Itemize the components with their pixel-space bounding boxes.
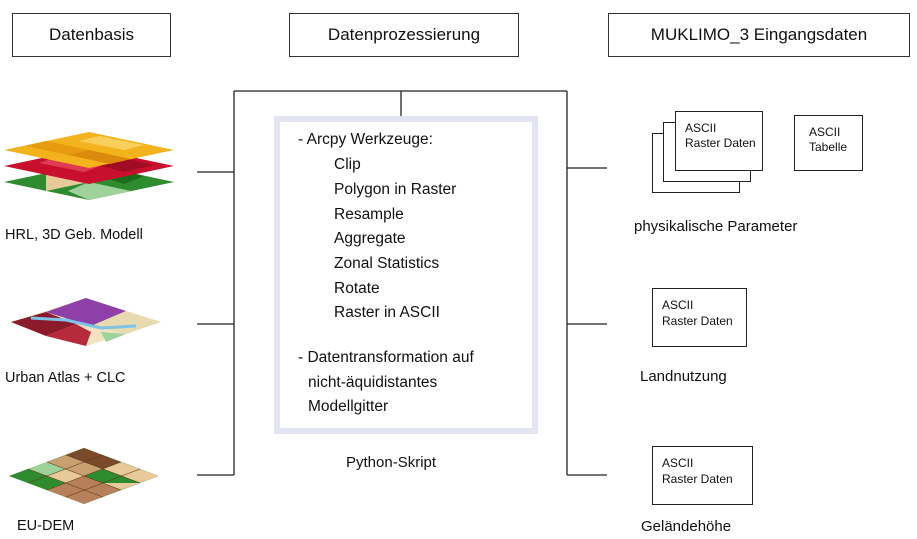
tool-item: Resample: [334, 206, 404, 223]
ascii-table-line1: ASCII: [809, 125, 841, 139]
tool-item: Raster in ASCII: [334, 304, 440, 321]
ascii-terrain-line1: ASCII: [662, 456, 694, 470]
raster-layer-yellow: [4, 132, 174, 168]
tools-heading: - Arcpy Werkzeuge:: [298, 131, 433, 148]
tool-item: Polygon in Raster: [334, 181, 457, 198]
hrl-raster-stack-icon: [4, 132, 174, 200]
header-datenbasis-label: Datenbasis: [48, 25, 135, 44]
ascii-landuse-line2: Raster Daten: [662, 314, 733, 328]
transform-line: - Datentransformation auf: [298, 349, 474, 366]
output-label-landuse: Landnutzung: [640, 368, 727, 385]
source-label-urban-atlas: Urban Atlas + CLC: [5, 370, 126, 386]
ascii-terrain-card: ASCII Raster Daten: [652, 446, 753, 505]
output-label-terrain: Geländehöhe: [641, 518, 732, 535]
transform-line: Modellgitter: [308, 398, 389, 415]
header-datenbasis: Datenbasis: [12, 13, 171, 57]
ascii-stack-line2: Raster Daten: [685, 136, 756, 150]
output-label-physical: physikalische Parameter: [634, 218, 798, 235]
ascii-landuse-line1: ASCII: [662, 298, 694, 312]
header-eingangsdaten: MUKLIMO_3 Eingangsdaten: [608, 13, 910, 57]
urban-atlas-map-icon: [11, 298, 161, 346]
source-label-hrl: HRL, 3D Geb. Modell: [5, 227, 143, 243]
ascii-stack-line1: ASCII: [685, 121, 717, 135]
processing-caption: Python-Skript: [346, 454, 437, 471]
tool-item: Clip: [334, 156, 361, 173]
ascii-table-line2: Tabelle: [809, 140, 848, 154]
ascii-stack-card-front: ASCII Raster Daten: [675, 111, 763, 171]
tool-item: Rotate: [334, 280, 380, 297]
source-label-eu-dem: EU-DEM: [17, 518, 75, 534]
header-eingangsdaten-label: MUKLIMO_3 Eingangsdaten: [650, 25, 868, 44]
header-datenprozessierung: Datenprozessierung: [289, 13, 519, 57]
ascii-terrain-line2: Raster Daten: [662, 472, 733, 486]
tool-item: Zonal Statistics: [334, 255, 440, 272]
tool-item: Aggregate: [334, 230, 406, 247]
eu-dem-raster-icon: [9, 448, 159, 504]
ascii-landuse-card: ASCII Raster Daten: [652, 288, 747, 347]
processing-box: - Arcpy Werkzeuge: Clip Polygon in Raste…: [274, 116, 538, 434]
header-datenprozessierung-label: Datenprozessierung: [327, 25, 481, 44]
ascii-table-card: ASCII Tabelle: [794, 115, 863, 171]
transform-line: nicht-äquidistantes: [308, 374, 438, 391]
